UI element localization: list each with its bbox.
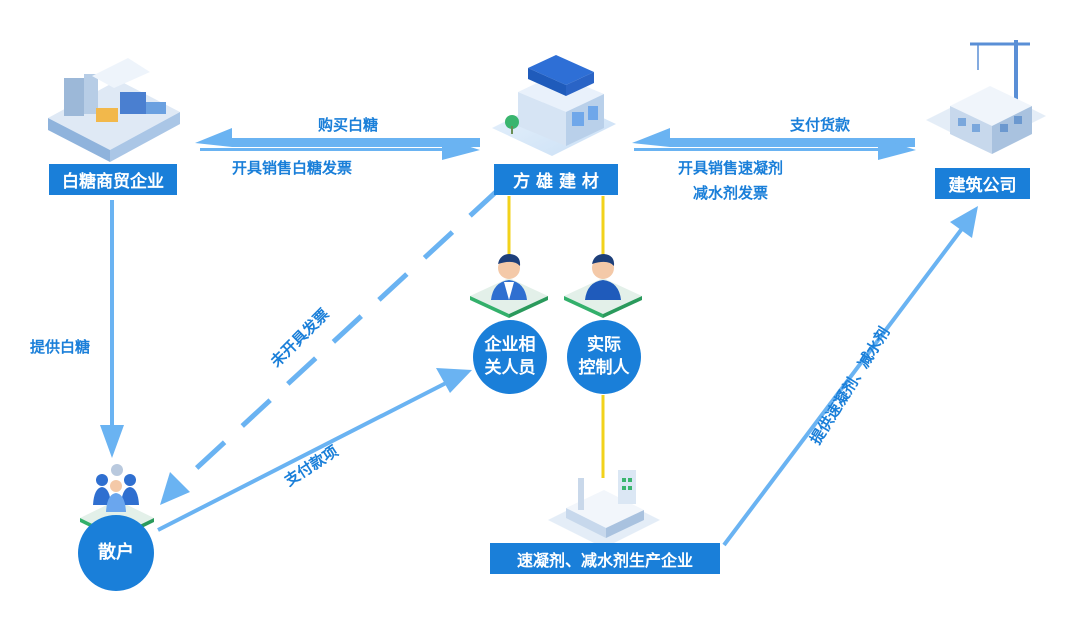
staff-person-icon [470, 254, 548, 318]
edge-pay-goods: 支付货款 [790, 116, 851, 134]
node-controller-line1: 实际 [587, 335, 621, 356]
arrow-issue-sugar-invoice [200, 138, 480, 160]
construction-site-icon [926, 40, 1046, 154]
arrow-pay-goods [632, 128, 915, 147]
node-controller-line2: 控制人 [578, 358, 630, 378]
chemical-plant-icon [548, 470, 660, 548]
edge-issue-agent-invoice-line2: 减水剂发票 [693, 184, 769, 202]
factory-icon [48, 58, 180, 162]
node-staff: 企业相 关人员 [473, 320, 547, 394]
controller-person-icon [564, 254, 642, 318]
node-controller: 实际 控制人 [567, 320, 641, 394]
arrow-buy-sugar [195, 128, 480, 147]
arrows [100, 128, 916, 458]
edge-issue-agent-invoice-line1: 开具销售速凝剂 [678, 159, 784, 177]
node-staff-line1: 企业相 [484, 335, 536, 356]
arrow-issue-agent-invoice [634, 138, 916, 160]
node-sugar-trader: 白糖商贸企业 [49, 164, 177, 195]
node-construction: 建筑公司 [935, 168, 1030, 199]
edge-issue-sugar-invoice: 开具销售白糖发票 [232, 159, 353, 177]
node-individuals: 散户 [78, 515, 154, 591]
arrow-pay-money [157, 368, 472, 532]
node-producer: 速凝剂、减水剂生产企业 [490, 543, 720, 574]
arrow-provide-agents [722, 206, 978, 547]
yellow-links [507, 196, 605, 478]
arrow-provide-sugar [100, 200, 124, 458]
edge-buy-sugar: 购买白糖 [318, 116, 379, 134]
node-staff-line2: 关人员 [484, 358, 536, 378]
node-fangxiong: 方 雄 建 材 [494, 164, 618, 195]
office-building-icon [492, 55, 616, 156]
edge-provide-sugar: 提供白糖 [30, 338, 91, 356]
arrow-no-invoice [160, 188, 500, 505]
